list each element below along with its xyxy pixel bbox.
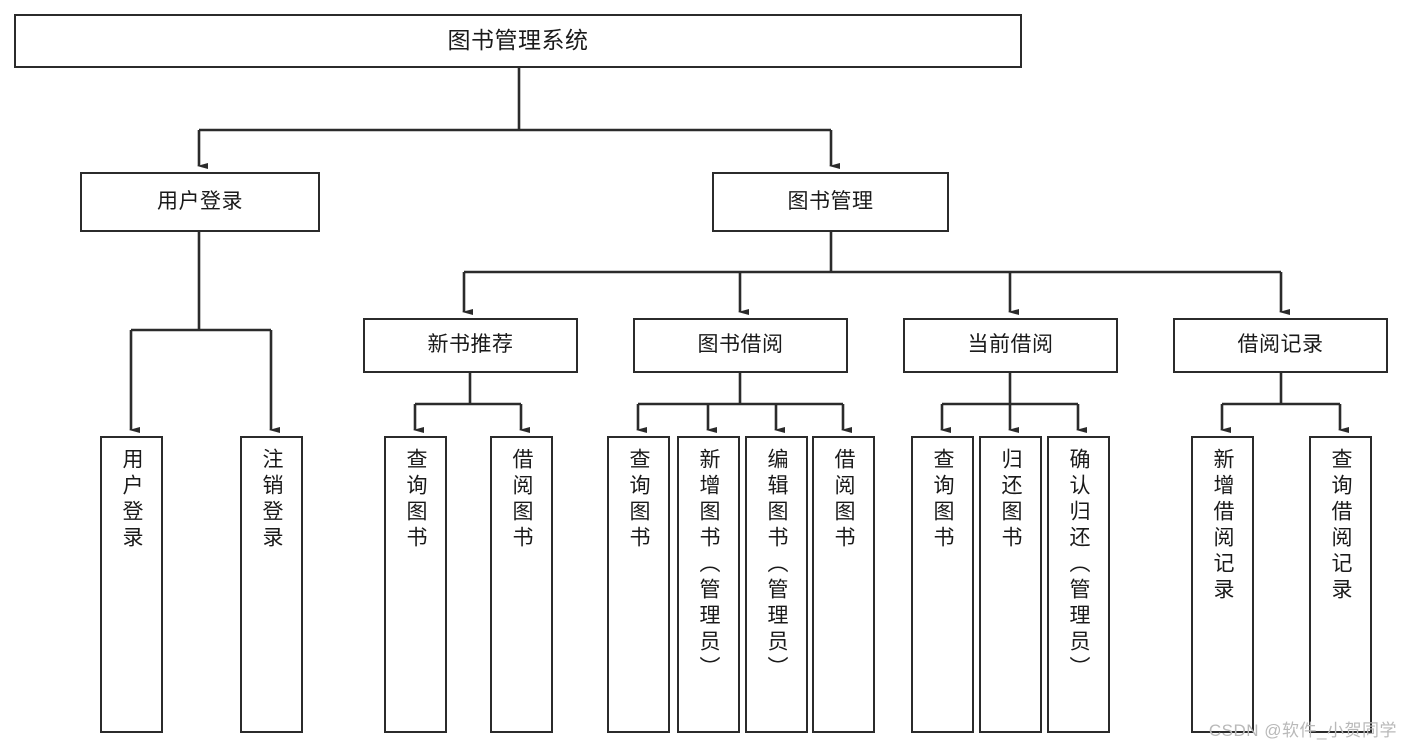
node-user-login[interactable]: 用户登录 (80, 172, 320, 232)
node-label: 查询图书 (404, 448, 427, 552)
leaf-logout-login[interactable]: 注销登录 (240, 436, 303, 733)
node-label: 确认归还（管理员） (1067, 448, 1090, 682)
node-label: 新增图书（管理员） (697, 448, 720, 682)
leaf-return-book[interactable]: 归还图书 (979, 436, 1042, 733)
leaf-query-book-recommend[interactable]: 查询图书 (384, 436, 447, 733)
node-label: 借阅记录 (1237, 333, 1324, 357)
leaf-edit-book-admin[interactable]: 编辑图书（管理员） (745, 436, 808, 733)
node-label: 用户登录 (157, 189, 243, 213)
leaf-add-book-admin[interactable]: 新增图书（管理员） (677, 436, 740, 733)
node-label: 当前借阅 (967, 333, 1054, 357)
node-current-borrow[interactable]: 当前借阅 (903, 318, 1118, 373)
leaf-user-login[interactable]: 用户登录 (100, 436, 163, 733)
node-label: 图书管理 (787, 189, 874, 213)
leaf-borrow-book[interactable]: 借阅图书 (812, 436, 875, 733)
node-label: 借阅图书 (510, 448, 533, 552)
node-label: 查询图书 (627, 448, 650, 552)
node-label: 用户登录 (120, 448, 143, 552)
leaf-borrow-book-recommend[interactable]: 借阅图书 (490, 436, 553, 733)
node-label: 图书管理系统 (447, 27, 589, 54)
leaf-add-borrow-record[interactable]: 新增借阅记录 (1191, 436, 1254, 733)
node-label: 编辑图书（管理员） (765, 448, 788, 682)
node-label: 借阅图书 (832, 448, 855, 552)
node-label: 图书借阅 (697, 333, 784, 357)
watermark-text: CSDN @软件_小贺同学 (1208, 721, 1397, 740)
node-label: 查询借阅记录 (1329, 448, 1352, 604)
node-book-management[interactable]: 图书管理 (712, 172, 949, 232)
leaf-confirm-return-admin[interactable]: 确认归还（管理员） (1047, 436, 1110, 733)
node-book-borrow[interactable]: 图书借阅 (633, 318, 848, 373)
node-new-book-recommend[interactable]: 新书推荐 (363, 318, 578, 373)
node-label: 新书推荐 (427, 333, 514, 357)
leaf-query-book-current[interactable]: 查询图书 (911, 436, 974, 733)
leaf-query-borrow-record[interactable]: 查询借阅记录 (1309, 436, 1372, 733)
node-label: 注销登录 (260, 448, 283, 552)
leaf-query-book-borrow[interactable]: 查询图书 (607, 436, 670, 733)
node-borrow-record[interactable]: 借阅记录 (1173, 318, 1388, 373)
node-label: 查询图书 (931, 448, 954, 552)
node-label: 新增借阅记录 (1211, 448, 1234, 604)
node-label: 归还图书 (999, 448, 1022, 552)
node-root-system[interactable]: 图书管理系统 (14, 14, 1022, 68)
